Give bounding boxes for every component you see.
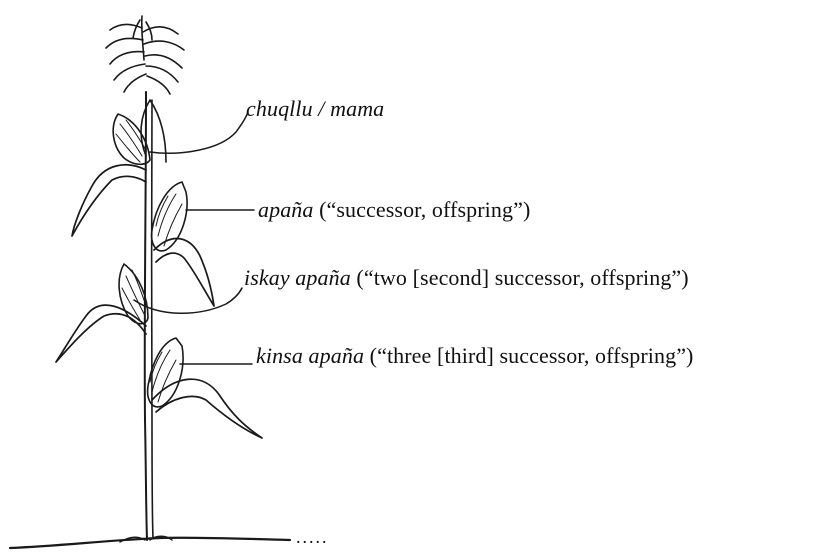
- stalk: [145, 92, 147, 540]
- stalk-inner: [152, 100, 153, 538]
- term-chuqllu: chuqllu / mama: [246, 96, 384, 121]
- label-apana: apaña (“successor, offspring”): [258, 197, 530, 223]
- term-apana: apaña: [258, 197, 314, 222]
- pointer-2: [134, 288, 242, 313]
- gloss-apana: (“successor, offspring”): [319, 197, 530, 222]
- term-iskay-apana: iskay apaña: [244, 265, 351, 290]
- ear-1: [113, 114, 150, 164]
- ground-trail: .....: [296, 524, 329, 550]
- label-iskay-apana: iskay apaña (“two [second] successor, of…: [244, 265, 689, 291]
- term-kinsa-apana: kinsa apaña: [256, 343, 364, 368]
- leaf-4: [152, 379, 262, 438]
- label-kinsa-apana: kinsa apaña (“three [third] successor, o…: [256, 343, 694, 369]
- leaf-2: [154, 239, 214, 306]
- gloss-iskay-apana: (“two [second] successor, offspring”): [356, 265, 688, 290]
- tassel: [106, 16, 184, 94]
- leaf-3: [56, 305, 146, 362]
- leaf-1: [72, 165, 146, 236]
- ear-4: [148, 338, 183, 407]
- label-chuqllu: chuqllu / mama: [246, 96, 384, 122]
- gloss-kinsa-apana: (“three [third] successor, offspring”): [370, 343, 694, 368]
